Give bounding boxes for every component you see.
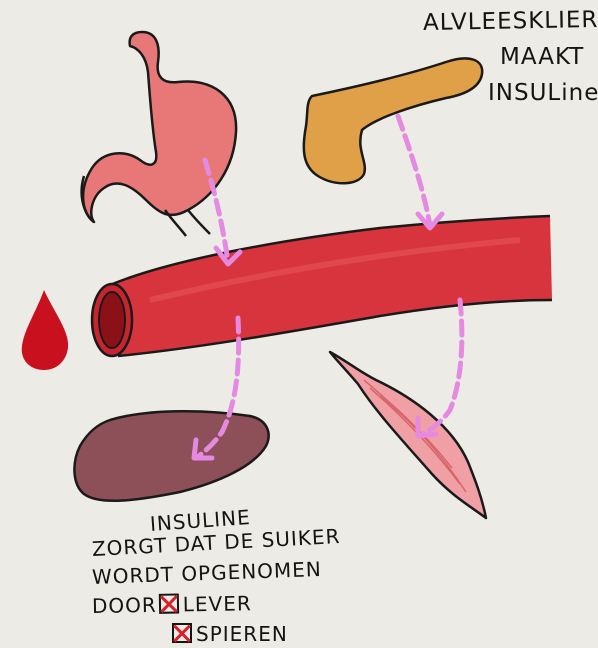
caption-item-spieren: SPIEREN xyxy=(196,622,288,646)
caption-item-lever: LEVER xyxy=(183,591,252,616)
caption-line-4: DOOR LEVER xyxy=(92,591,252,618)
caption-line-5: SPIEREN xyxy=(170,622,288,646)
title-line-2: MAAKT xyxy=(500,44,584,70)
arrow-pancreas-to-vessel xyxy=(398,116,430,226)
title-line-1: ALVLEESKLIER xyxy=(423,7,598,36)
blood-vessel-icon xyxy=(92,216,552,356)
blood-drop-icon xyxy=(22,290,68,370)
liver-icon xyxy=(74,411,268,501)
caption-door: DOOR xyxy=(92,593,157,618)
title-line-3: INSULine xyxy=(488,80,598,106)
pancreas-icon xyxy=(304,58,482,183)
checked-box-icon xyxy=(159,593,179,613)
muscle-icon xyxy=(330,352,486,518)
checked-box-icon xyxy=(172,623,192,643)
stomach-icon xyxy=(82,32,237,236)
